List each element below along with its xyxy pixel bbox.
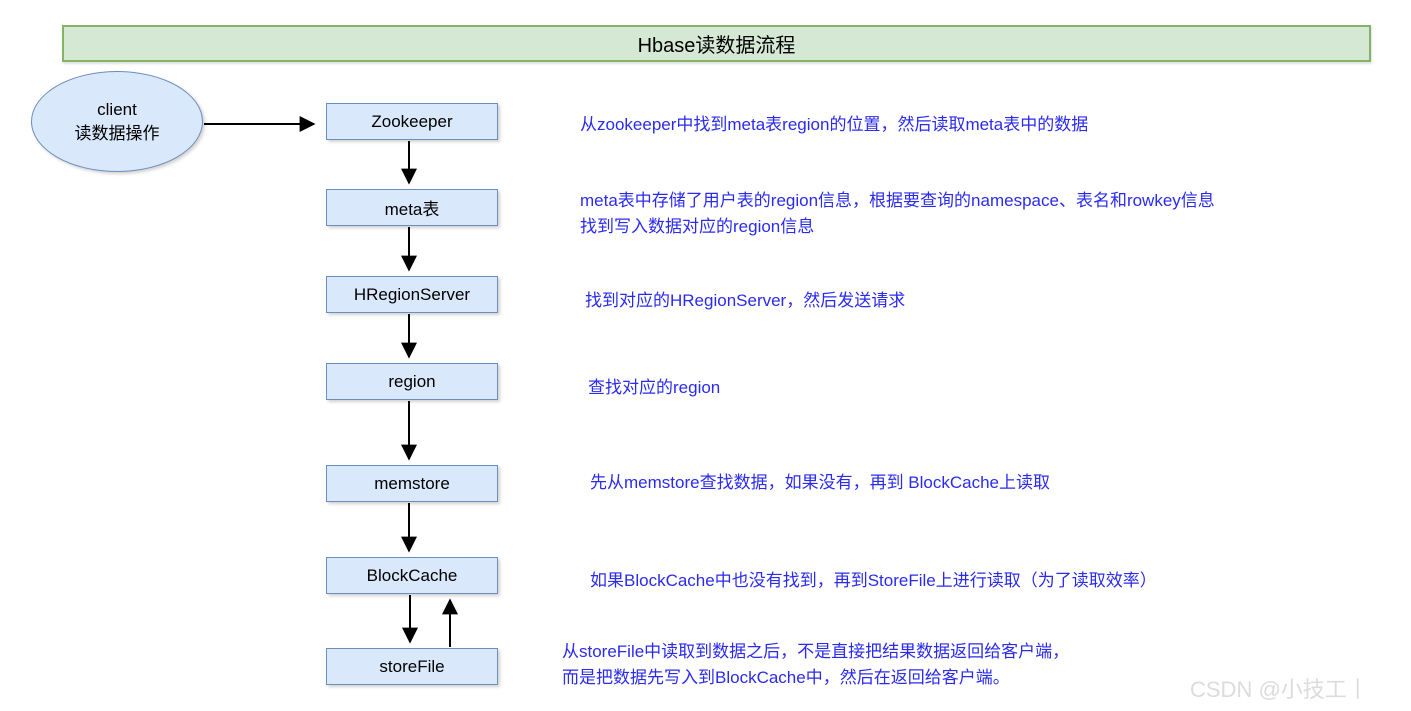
annotation-meta-table-line1: meta表中存储了用户表的region信息，根据要查询的namespace、表名… xyxy=(580,191,1215,210)
annotation-storefile: 从storeFile中读取到数据之后，不是直接把结果数据返回给客户端， 而是把数… xyxy=(562,639,1069,691)
annotation-zookeeper-line1: 从zookeeper中找到meta表region的位置，然后读取meta表中的数… xyxy=(580,115,1089,134)
node-meta-table: meta表 xyxy=(326,189,498,226)
annotation-hregionserver: 找到对应的HRegionServer，然后发送请求 xyxy=(585,288,905,314)
node-blockcache: BlockCache xyxy=(326,557,498,594)
node-hregionserver-label: HRegionServer xyxy=(353,284,471,304)
client-node-line2: 读数据操作 xyxy=(74,123,160,143)
annotation-blockcache: 如果BlockCache中也没有找到，再到StoreFile上进行读取（为了读取… xyxy=(590,568,1157,594)
node-storefile-label: storeFile xyxy=(379,656,445,676)
annotation-blockcache-line1: 如果BlockCache中也没有找到，再到StoreFile上进行读取（为了读取… xyxy=(590,571,1157,590)
annotation-region: 查找对应的region xyxy=(588,375,720,401)
node-memstore: memstore xyxy=(326,465,498,502)
node-memstore-label: memstore xyxy=(374,473,450,493)
node-zookeeper: Zookeeper xyxy=(326,103,498,140)
client-node-line1: client xyxy=(97,99,137,119)
annotation-region-line1: 查找对应的region xyxy=(588,378,721,397)
annotation-meta-table-line2: 找到写入数据对应的region信息 xyxy=(580,217,815,236)
client-node: client 读数据操作 xyxy=(31,71,203,172)
node-meta-table-label: meta表 xyxy=(384,200,440,219)
annotation-memstore: 先从memstore查找数据，如果没有，再到 BlockCache上读取 xyxy=(590,470,1050,496)
annotation-zookeeper: 从zookeeper中找到meta表region的位置，然后读取meta表中的数… xyxy=(580,112,1088,138)
node-zookeeper-label: Zookeeper xyxy=(371,111,453,131)
node-hregionserver: HRegionServer xyxy=(326,276,498,313)
node-blockcache-label: BlockCache xyxy=(366,565,458,585)
annotation-memstore-line1: 先从memstore查找数据，如果没有，再到 BlockCache上读取 xyxy=(590,473,1051,492)
csdn-watermark: CSDN @小技工丨 xyxy=(1190,677,1369,702)
diagram-title-text: Hbase读数据流程 xyxy=(637,35,796,57)
node-region: region xyxy=(326,363,498,400)
annotation-meta-table: meta表中存储了用户表的region信息，根据要查询的namespace、表名… xyxy=(580,188,1215,240)
annotation-storefile-line1: 从storeFile中读取到数据之后，不是直接把结果数据返回给客户端， xyxy=(562,642,1070,661)
node-storefile: storeFile xyxy=(326,648,498,685)
node-region-label: region xyxy=(388,371,436,391)
diagram-title: Hbase读数据流程 xyxy=(62,25,1371,62)
annotation-hregionserver-line1: 找到对应的HRegionServer，然后发送请求 xyxy=(585,291,906,310)
annotation-storefile-line2: 而是把数据先写入到BlockCache中，然后在返回给客户端。 xyxy=(562,668,1010,687)
